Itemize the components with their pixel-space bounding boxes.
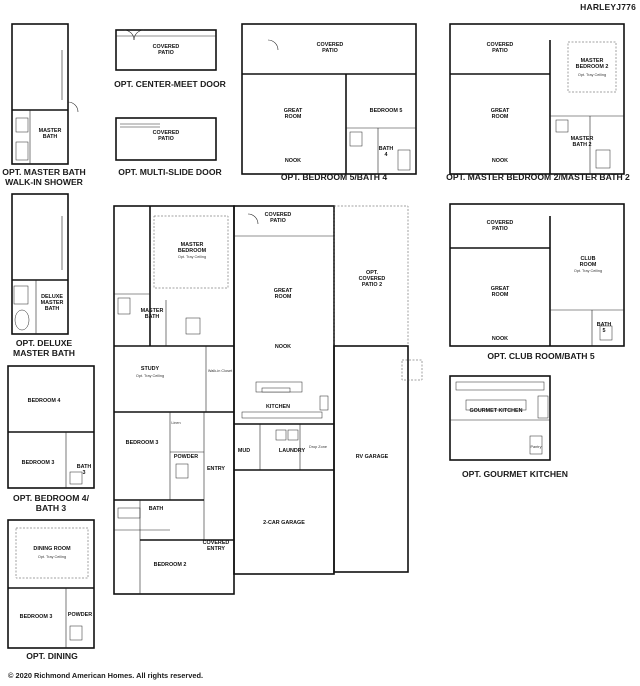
caption-bedroom5-bath4: OPT. BEDROOM 5/BATH 4 xyxy=(280,172,388,182)
svg-text:DINING ROOM: DINING ROOM xyxy=(33,546,71,552)
caption-dining: OPT. DINING xyxy=(26,651,78,661)
caption-center-meet-door: OPT. CENTER-MEET DOOR xyxy=(114,79,226,89)
svg-text:Drop Zone: Drop Zone xyxy=(309,445,327,449)
svg-text:BATH: BATH xyxy=(149,506,164,512)
svg-text:MUD: MUD xyxy=(238,448,250,454)
svg-text:NOOK: NOOK xyxy=(492,158,508,164)
svg-text:Opt. Tray Ceiling: Opt. Tray Ceiling xyxy=(38,555,66,559)
plan-id: HARLEYJ776 xyxy=(580,2,636,12)
copyright-notice: © 2020 Richmond American Homes. All righ… xyxy=(8,671,204,680)
svg-text:NOOK: NOOK xyxy=(492,336,508,342)
svg-text:Opt. Tray Ceiling: Opt. Tray Ceiling xyxy=(578,73,606,77)
plan-gourmet-kitchen: GOURMET KITCHEN Pantry xyxy=(449,375,551,461)
svg-text:BEDROOM 2: BEDROOM 2 xyxy=(154,562,187,568)
caption-gourmet-kitchen: OPT. GOURMET KITCHEN xyxy=(462,469,568,479)
svg-text:STUDY: STUDY xyxy=(141,366,160,372)
svg-text:Linen: Linen xyxy=(171,421,180,425)
svg-text:BEDROOM 4: BEDROOM 4 xyxy=(28,398,61,404)
caption-deluxe-master-bath: OPT. DELUXE MASTER BATH xyxy=(13,338,75,358)
caption-club-room: OPT. CLUB ROOM/BATH 5 xyxy=(487,351,595,361)
svg-text:GOURMET KITCHEN: GOURMET KITCHEN xyxy=(469,408,522,414)
svg-text:RV GARAGE: RV GARAGE xyxy=(356,454,389,460)
svg-text:POWDER: POWDER xyxy=(174,454,198,460)
svg-text:BEDROOM 3: BEDROOM 3 xyxy=(22,460,55,466)
caption-master-bedroom2: OPT. MASTER BEDROOM 2/MASTER BATH 2 xyxy=(446,172,630,182)
svg-text:2-CAR GARAGE: 2-CAR GARAGE xyxy=(263,520,305,526)
svg-text:LAUNDRY: LAUNDRY xyxy=(279,448,306,454)
svg-text:ENTRY: ENTRY xyxy=(207,466,225,472)
svg-text:NOOK: NOOK xyxy=(285,158,301,164)
svg-text:BEDROOM 5: BEDROOM 5 xyxy=(370,108,403,114)
caption-multi-slide-door: OPT. MULTI-SLIDE DOOR xyxy=(118,167,222,177)
svg-text:BEDROOM 3: BEDROOM 3 xyxy=(126,440,159,446)
caption-bedroom4-bath3: OPT. BEDROOM 4/ BATH 3 xyxy=(13,493,89,513)
svg-text:KITCHEN: KITCHEN xyxy=(266,404,290,410)
caption-master-bath-walkin: OPT. MASTER BATH WALK-IN SHOWER xyxy=(2,167,86,187)
svg-text:Opt. Tray Ceiling: Opt. Tray Ceiling xyxy=(178,255,206,259)
svg-text:Opt. Tray Ceiling: Opt. Tray Ceiling xyxy=(136,374,164,378)
svg-text:NOOK: NOOK xyxy=(275,344,291,350)
svg-text:Walk-in Closet: Walk-in Closet xyxy=(208,369,233,373)
svg-text:Pantry: Pantry xyxy=(531,445,542,449)
svg-text:POWDER: POWDER xyxy=(68,612,92,618)
svg-text:Opt. Tray Ceiling: Opt. Tray Ceiling xyxy=(574,269,602,273)
plan-dining: DINING ROOM Opt. Tray Ceiling BEDROOM 3 … xyxy=(7,519,95,649)
svg-text:BEDROOM 3: BEDROOM 3 xyxy=(20,614,53,620)
